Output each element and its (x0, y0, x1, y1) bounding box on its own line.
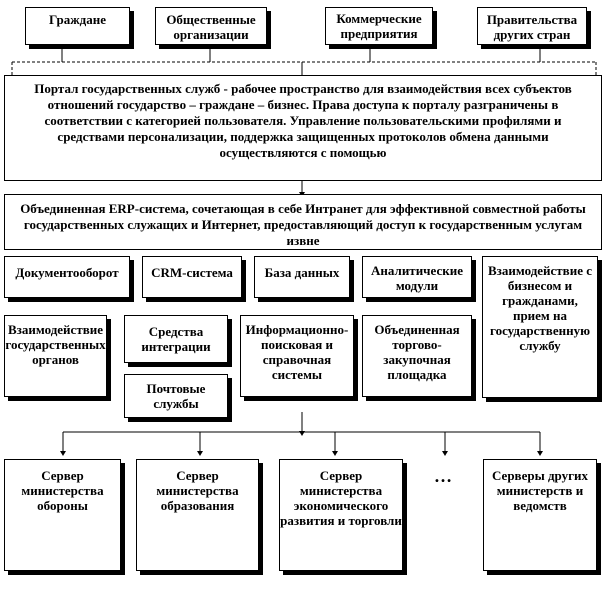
box-public-organizations: Общественные организации (155, 7, 267, 45)
arrowhead (197, 451, 203, 456)
arrowhead (442, 451, 448, 456)
arrowhead (537, 451, 543, 456)
module-trading-platform: Объединенная торгово-закупочная площадка (362, 315, 472, 397)
arrowhead (332, 451, 338, 456)
module-document-flow: Документооборот (4, 256, 130, 298)
module-integration: Средства интеграции (124, 315, 228, 363)
more-servers-ellipsis: … (434, 466, 452, 486)
server-education: Сервер министерства образования (136, 459, 259, 571)
module-mail: Почтовые службы (124, 374, 228, 418)
server-other-ministries: Серверы других министерств и ведомств (483, 459, 597, 571)
erp-box: Объединенная ERP-система, сочетающая в с… (4, 194, 602, 250)
module-crm: CRM-система (142, 256, 242, 298)
portal-box: Портал государственных служб - рабочее п… (4, 75, 602, 181)
box-foreign-governments: Правительства других стран (477, 7, 587, 45)
module-database: База данных (254, 256, 350, 298)
server-economy-trade: Сервер министерства экономического разви… (279, 459, 403, 571)
arrowhead (60, 451, 66, 456)
module-business-interaction: Взаимодействие с бизнесом и гражданами, … (482, 256, 598, 398)
box-commercial-enterprises: Коммерческие предприятия (325, 7, 433, 45)
arrowhead (299, 431, 305, 436)
module-gov-interaction: Взаимодействие государственных органов (4, 315, 107, 397)
box-citizens: Граждане (25, 7, 130, 45)
server-defense: Сервер министерства обороны (4, 459, 121, 571)
module-analytics: Аналитические модули (362, 256, 472, 298)
module-search-reference: Информационно-поисковая и справочная сис… (240, 315, 354, 397)
